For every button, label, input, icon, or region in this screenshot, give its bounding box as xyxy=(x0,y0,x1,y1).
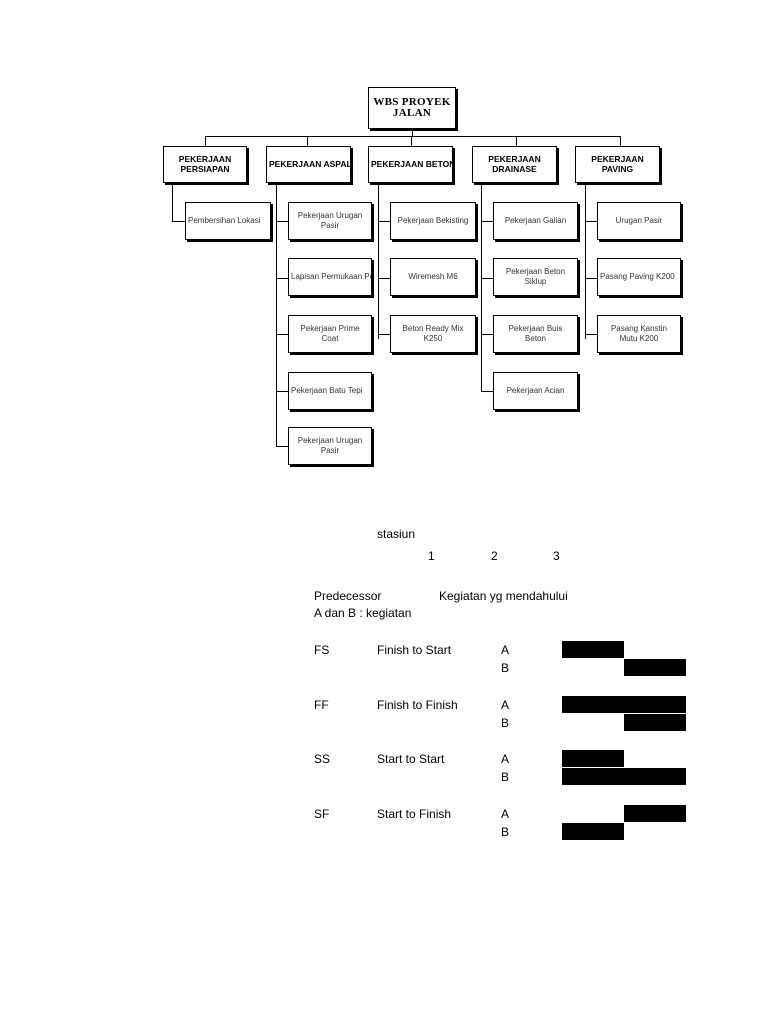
wbs-item-box: Wiremesh M6 xyxy=(390,258,476,296)
category-beton: PEKERJAAN BETON xyxy=(368,146,453,183)
connector-paving xyxy=(620,136,621,146)
stasiun-label: stasiun xyxy=(377,527,416,541)
wbs-item-box: Pekerjaan Galian xyxy=(493,202,578,240)
wbs-item-box: Pasang Kanstin Mutu K200 xyxy=(597,315,681,353)
wbs-item-box: Pekerjaan Prime Coat xyxy=(288,315,372,353)
relation-code: FF xyxy=(314,698,329,712)
station-number: 2 xyxy=(491,549,498,563)
wbs-item-box: Pekerjaan Batu Tepi xyxy=(288,372,372,410)
activity-a-bar xyxy=(562,750,624,767)
activity-b-label: B xyxy=(501,661,510,675)
category-bus-line xyxy=(205,136,621,137)
tick xyxy=(585,221,597,222)
wbs-item-box: Lapisan Permukaan Penetrasi Makadam xyxy=(288,258,372,296)
connector-persiapan xyxy=(205,136,206,146)
tick xyxy=(172,221,186,222)
wbs-item-box: Pekerjaan Urugan Pasir xyxy=(288,202,372,240)
category-drainase: PEKERJAAN DRAINASE xyxy=(472,146,557,183)
predecessor-label: Predecessor xyxy=(314,589,382,603)
connector-aspal xyxy=(307,136,308,146)
drop-beton xyxy=(378,183,379,339)
station-number: 3 xyxy=(553,549,560,563)
activity-b-label: B xyxy=(501,770,510,784)
tick xyxy=(276,446,288,447)
drop-drainase xyxy=(481,183,482,391)
activity-a-bar xyxy=(562,696,686,713)
wbs-item-box: Urugan Pasir xyxy=(597,202,681,240)
relation-name: Finish to Start xyxy=(377,643,452,657)
relation-code: SS xyxy=(314,752,331,766)
drop-persiapan xyxy=(172,183,173,221)
activity-a-label: A xyxy=(501,643,510,657)
predecessor-description: Kegiatan yg mendahului xyxy=(439,589,568,603)
activity-a-bar xyxy=(562,641,624,658)
wbs-item-box: Pasang Paving K200 xyxy=(597,258,681,296)
relation-name: Finish to Finish xyxy=(377,698,458,712)
tick xyxy=(481,221,493,222)
tick xyxy=(276,221,288,222)
drop-aspal xyxy=(276,183,277,446)
activity-a-label: A xyxy=(501,698,510,712)
activity-a-bar xyxy=(624,805,686,822)
tick xyxy=(378,334,390,335)
category-aspal: PEKERJAAN ASPAL xyxy=(266,146,351,183)
activity-b-bar xyxy=(624,659,686,676)
relation-name: Start to Start xyxy=(377,752,445,766)
wbs-item-box: Pekerjaan Urugan Pasir xyxy=(288,427,372,465)
tick xyxy=(481,391,493,392)
wbs-item-box: Pembersihan Lokasi xyxy=(185,202,271,240)
activity-b-bar xyxy=(562,823,624,840)
station-number: 1 xyxy=(428,549,435,563)
activity-a-label: A xyxy=(501,752,510,766)
relation-code: FS xyxy=(314,643,330,657)
wbs-item-box: Pekerjaan Buis Beton xyxy=(493,315,578,353)
ab-note: A dan B : kegiatan xyxy=(314,606,412,620)
relation-name: Start to Finish xyxy=(377,807,452,821)
activity-a-label: A xyxy=(501,807,510,821)
tick xyxy=(276,391,288,392)
tick xyxy=(276,334,288,335)
wbs-item-box: Beton Ready Mix K250 xyxy=(390,315,476,353)
relation-code: SF xyxy=(314,807,330,821)
tick xyxy=(481,278,493,279)
tick xyxy=(585,334,597,335)
activity-b-label: B xyxy=(501,825,510,839)
activity-b-label: B xyxy=(501,716,510,730)
tick xyxy=(378,278,390,279)
wbs-item-box: Pekerjaan Bekisting xyxy=(390,202,476,240)
root-connector xyxy=(412,130,413,137)
wbs-item-box: Pekerjaan Acian xyxy=(493,372,578,410)
connector-drainase xyxy=(516,136,517,146)
wbs-root-box: WBS PROYEK JALAN xyxy=(368,87,456,129)
tick xyxy=(378,221,390,222)
tick xyxy=(585,278,597,279)
category-paving: PEKERJAAN PAVING xyxy=(575,146,660,183)
drop-paving xyxy=(585,183,586,339)
connector-beton xyxy=(411,136,412,146)
tick xyxy=(481,334,493,335)
tick xyxy=(276,278,288,279)
activity-b-bar xyxy=(562,768,686,785)
wbs-item-box: Pekerjaan Beton Siklup xyxy=(493,258,578,296)
category-persiapan: PEKERJAAN PERSIAPAN xyxy=(163,146,247,183)
activity-b-bar xyxy=(624,714,686,731)
